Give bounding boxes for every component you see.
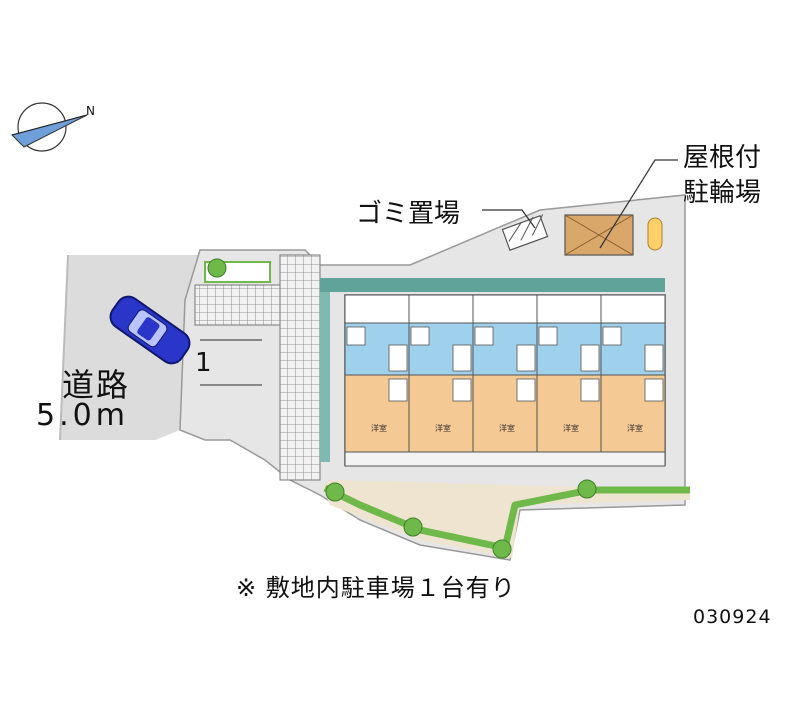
unit-entry [472, 294, 538, 324]
road-area [60, 255, 200, 440]
unit: 洋室 [344, 294, 410, 453]
units: 洋室 洋室 洋室 洋室 洋室 [344, 294, 666, 453]
balcony-strip [344, 451, 666, 467]
unit: 洋室 [472, 294, 538, 453]
compass-icon: N [11, 102, 95, 152]
unit-entry [408, 294, 474, 324]
tree-icon [325, 482, 345, 502]
unit-toilet [474, 326, 494, 346]
unit-closet [580, 378, 600, 402]
tree-icon [577, 479, 597, 499]
unit-room-label: 洋室 [371, 423, 387, 433]
unit-closet [452, 378, 472, 402]
unit-closet [516, 378, 536, 402]
unit-room-label: 洋室 [563, 423, 579, 433]
unit-bath [516, 344, 536, 372]
bike-parking-label: 駐輪場 [683, 178, 762, 208]
garden [322, 480, 690, 558]
unit-entry [600, 294, 666, 324]
unit-toilet [602, 326, 622, 346]
building-side-band [320, 292, 330, 462]
unit-entry [536, 294, 602, 324]
tiled-walkway [279, 254, 321, 481]
unit-bath [452, 344, 472, 372]
unit-room-label: 洋室 [499, 423, 515, 433]
tree-icon [403, 517, 423, 537]
parking-note: ※ 敷地内駐車場１台有り [236, 574, 516, 602]
building-roof-band [320, 278, 665, 292]
unit-bath [388, 344, 408, 372]
unit-room-label: 洋室 [627, 423, 643, 433]
garbage-leader [482, 209, 536, 229]
property-code: 030924 [693, 606, 772, 628]
unit-toilet [346, 326, 366, 346]
garbage-hatch [508, 214, 544, 242]
garbage-station-label: ゴミ置場 [356, 199, 461, 229]
bike-leader [599, 159, 678, 249]
bike-parking-bench [647, 217, 663, 251]
unit: 洋室 [536, 294, 602, 453]
unit-room-label: 洋室 [435, 423, 451, 433]
unit-toilet [538, 326, 558, 346]
car-icon [109, 295, 191, 365]
unit-closet [644, 378, 664, 402]
parking-space-number: 1 [195, 348, 212, 378]
road-edge [59, 254, 69, 441]
road-width-label: 5.0m [36, 398, 129, 433]
parking-lines [200, 339, 262, 386]
unit: 洋室 [408, 294, 474, 453]
tree-icon [492, 539, 512, 559]
unit-bath [644, 344, 664, 372]
unit: 洋室 [600, 294, 666, 453]
bike-parking-x [564, 214, 634, 256]
road-label: 道路 [62, 366, 131, 404]
bike-parking-label-roof: 屋根付 [683, 143, 762, 173]
svg-text:N: N [86, 104, 95, 118]
tiled-entry [194, 284, 281, 326]
unit-toilet [410, 326, 430, 346]
tree-icon [207, 258, 227, 278]
unit-bath [580, 344, 600, 372]
unit-entry [344, 294, 410, 324]
unit-closet [388, 378, 408, 402]
